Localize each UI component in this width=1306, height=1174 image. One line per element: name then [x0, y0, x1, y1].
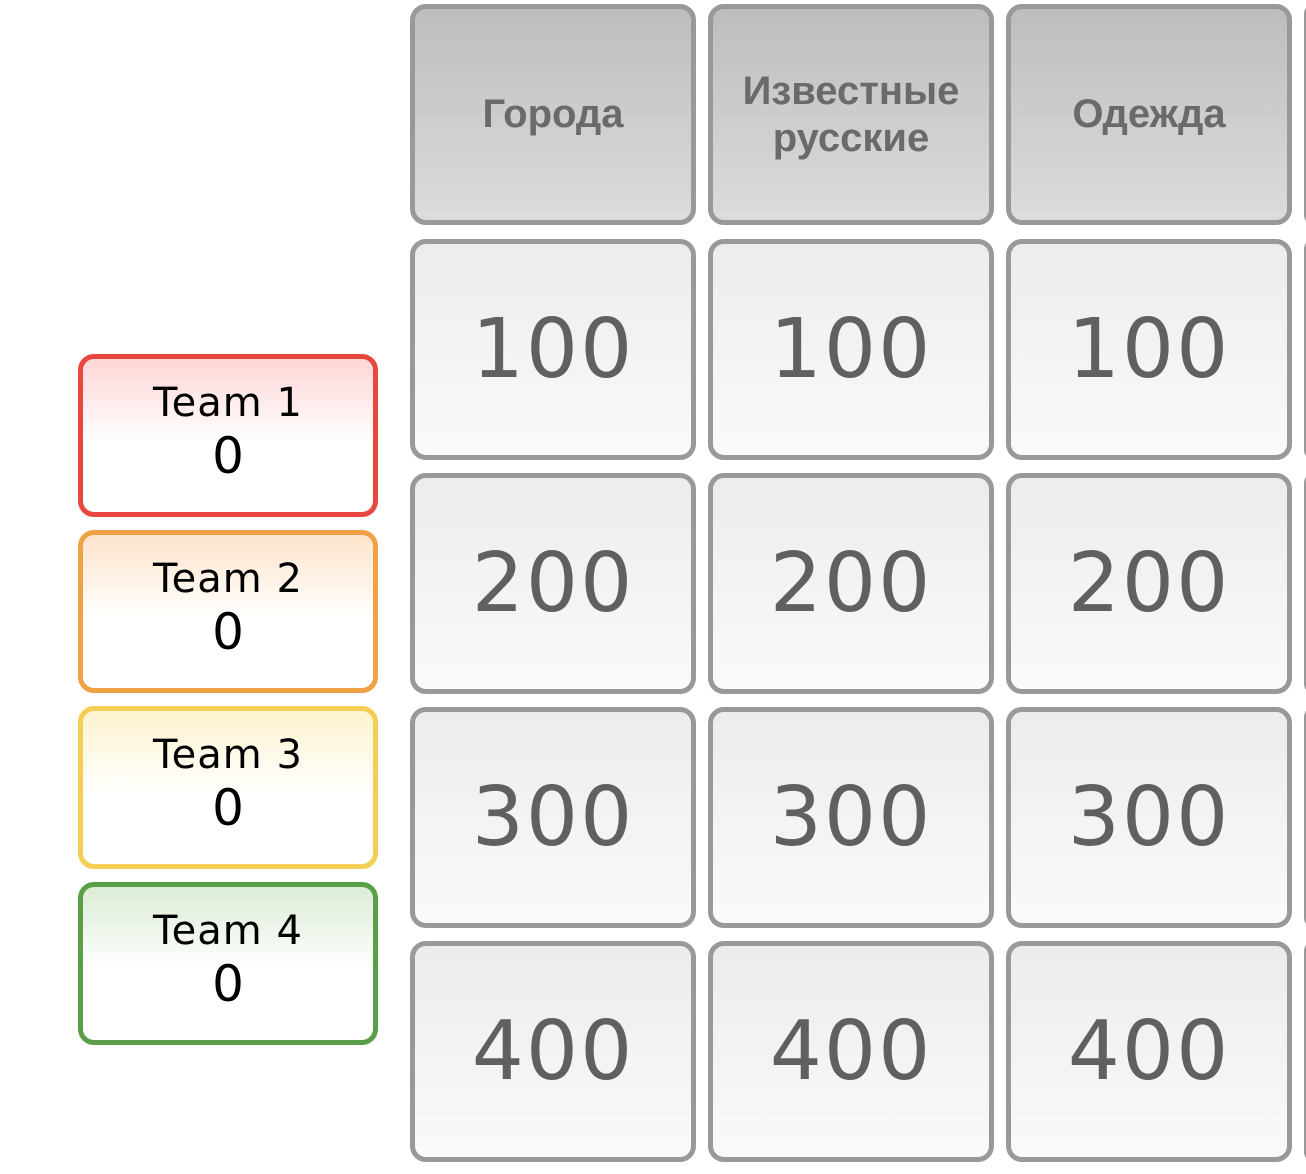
- question-tile[interactable]: 300: [708, 707, 994, 928]
- question-tile[interactable]: 400: [708, 941, 994, 1162]
- question-tile[interactable]: 400: [410, 941, 696, 1162]
- question-tile[interactable]: 200: [410, 473, 696, 694]
- question-tile[interactable]: 400: [1006, 941, 1292, 1162]
- team-score: 0: [212, 603, 244, 661]
- question-tile[interactable]: 300: [410, 707, 696, 928]
- team-name: Team 2: [153, 556, 303, 602]
- team-score: 0: [212, 955, 244, 1013]
- category-header: Города: [410, 4, 696, 225]
- team-score: 0: [212, 779, 244, 837]
- team-3-card[interactable]: Team 3 0: [78, 706, 378, 869]
- question-tile[interactable]: 100: [708, 239, 994, 460]
- question-tile[interactable]: 200: [1006, 473, 1292, 694]
- category-header: Известные русские: [708, 4, 994, 225]
- team-name: Team 4: [153, 908, 303, 954]
- team-name: Team 1: [153, 380, 303, 426]
- team-score: 0: [212, 427, 244, 485]
- team-1-card[interactable]: Team 1 0: [78, 354, 378, 517]
- team-4-card[interactable]: Team 4 0: [78, 882, 378, 1045]
- category-header: Одежда: [1006, 4, 1292, 225]
- team-2-card[interactable]: Team 2 0: [78, 530, 378, 693]
- question-tile[interactable]: 100: [1006, 239, 1292, 460]
- question-tile[interactable]: 300: [1006, 707, 1292, 928]
- teams-panel: Team 1 0 Team 2 0 Team 3 0 Team 4 0: [78, 354, 378, 1045]
- team-name: Team 3: [153, 732, 303, 778]
- question-tile[interactable]: 200: [708, 473, 994, 694]
- question-tile[interactable]: 100: [410, 239, 696, 460]
